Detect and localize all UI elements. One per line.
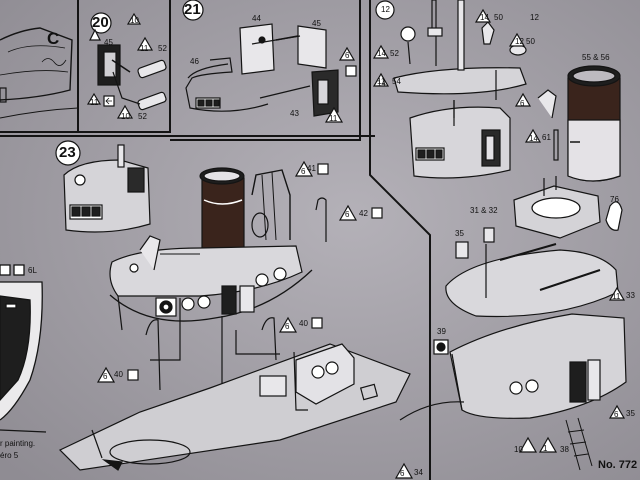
step-21-number: 21 bbox=[184, 1, 201, 18]
step-23-mark: 42 bbox=[359, 209, 368, 218]
step-23-mark: 6 bbox=[285, 322, 290, 331]
step-22-mark: 12 bbox=[381, 5, 390, 14]
step-22-drawing bbox=[372, 0, 627, 479]
step-20-mark: 10 bbox=[121, 112, 130, 121]
step-20-mark: 11 bbox=[90, 98, 99, 107]
step-22-mark: 6 bbox=[614, 410, 619, 419]
step-20-mark: 52 bbox=[158, 44, 167, 53]
step-21-drawing bbox=[182, 0, 357, 123]
step-20-number: 20 bbox=[92, 14, 109, 31]
step-21-mark: 6 bbox=[345, 51, 350, 60]
step-22-mark: 39 bbox=[437, 327, 446, 336]
step-22-mark: 76 bbox=[610, 195, 619, 204]
step-22-mark: 50 bbox=[494, 13, 503, 22]
step-22-mark: 6 bbox=[400, 469, 405, 478]
partial-step-letter: C bbox=[47, 29, 60, 48]
step-20-drawing bbox=[86, 12, 167, 119]
step-21-mark: 43 bbox=[290, 109, 299, 118]
step-23-drawing bbox=[55, 140, 411, 471]
step-22-mark: 54 bbox=[392, 77, 401, 86]
step-20-mark: 11 bbox=[140, 44, 149, 53]
step-dividers bbox=[0, 0, 431, 480]
step-21-mark: 11 bbox=[329, 114, 338, 123]
step-22-mark: 14 bbox=[377, 79, 386, 88]
step-22-mark: 35 bbox=[626, 409, 635, 418]
step-22-mark: 61 bbox=[542, 133, 551, 142]
step-20-mark: 45 bbox=[104, 38, 113, 47]
step-22-mark: 38 bbox=[560, 445, 569, 454]
step-22-mark: 11 bbox=[377, 77, 386, 86]
step-22-mark: 12 bbox=[515, 37, 524, 46]
step-22-mark: 52 bbox=[390, 49, 399, 58]
partial-hull-left bbox=[0, 264, 47, 433]
step-23-mark: 6 bbox=[345, 210, 350, 219]
step-22-mark: 1 bbox=[543, 444, 548, 453]
step-22-mark: 10 bbox=[514, 445, 523, 454]
step-23-mark: 40 bbox=[114, 370, 123, 379]
step-22-mark: 34 bbox=[414, 468, 423, 477]
funnel-22 bbox=[567, 65, 621, 182]
step-21-mark: 46 bbox=[190, 57, 199, 66]
step-22-mark: 33 bbox=[626, 291, 635, 300]
step-22-mark: 55 & 56 bbox=[582, 53, 610, 62]
step-22-mark: 14 bbox=[377, 49, 386, 58]
partial-step-shield bbox=[0, 27, 79, 119]
step-21-mark: 44 bbox=[252, 14, 261, 23]
step-22-mark: 14 bbox=[529, 134, 538, 143]
step-23-mark: 41 bbox=[307, 164, 316, 173]
partial-step-mark: 6L bbox=[28, 266, 37, 275]
painting-note-line-1: r painting. bbox=[0, 439, 36, 448]
painting-note-line-2: éro 5 bbox=[0, 451, 19, 460]
model-number: No. 772 bbox=[598, 459, 638, 471]
step-21-mark: 45 bbox=[312, 19, 321, 28]
step-22-mark: 14 bbox=[480, 13, 489, 22]
step-20-mark: 52 bbox=[138, 112, 147, 121]
step-23-mark: 6 bbox=[103, 372, 108, 381]
step-22-mark: 31 & 32 bbox=[470, 206, 498, 215]
step-23-mark: 6 bbox=[301, 167, 306, 176]
step-22-mark: 6 bbox=[520, 99, 525, 108]
funnel-23 bbox=[199, 167, 245, 255]
step-22-mark: 50 bbox=[526, 37, 535, 46]
step-20-mark: 10 bbox=[130, 16, 139, 25]
step-22-mark: 12 bbox=[530, 13, 539, 22]
step-22-mark: 11 bbox=[612, 292, 621, 301]
step-23-mark: 40 bbox=[299, 319, 308, 328]
step-22-mark: 35 bbox=[455, 229, 464, 238]
step-23-number: 23 bbox=[59, 144, 76, 161]
